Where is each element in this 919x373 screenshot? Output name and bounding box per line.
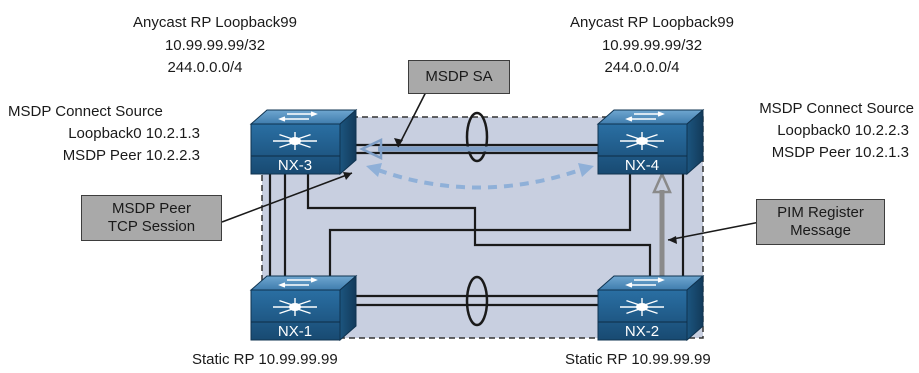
link-nx3-nx2 (306, 172, 652, 280)
switch-top-arrows-icon (278, 111, 318, 122)
link-nx1-nx4 (328, 172, 632, 280)
top-left-title: Anycast RP Loopback99 (133, 14, 297, 31)
links (268, 143, 685, 307)
tcp-session-pointer (221, 172, 353, 223)
tcp-session-arrow-left (366, 163, 382, 177)
switch-label-nx3: NX-3 (278, 157, 312, 174)
right-msdp-info: MSDP Connect Source Loopback0 10.2.2.3 M… (718, 100, 914, 162)
top-left-rp-info: Anycast RP Loopback99 10.99.99.99/32 244… (115, 14, 315, 77)
switches: NX-3 NX-4NX-1 NX-2 (249, 108, 705, 342)
switch-nx4: NX-4 (596, 108, 705, 176)
switch-top-arrows-icon (625, 277, 665, 288)
top-right-rp-info: Anycast RP Loopback99 10.99.99.99/32 244… (552, 14, 752, 77)
switch-side-face (339, 274, 357, 342)
port-channel-top (465, 111, 489, 163)
switch-top-face (596, 109, 705, 125)
pim-register-pointer-head (668, 236, 677, 244)
switch-top-arrows-icon (278, 277, 318, 288)
right-loopback0: Loopback0 10.2.2.3 (777, 122, 909, 139)
left-msdp-connect-source: MSDP Connect Source (8, 103, 163, 120)
tcp-session-arrow-right (578, 163, 594, 177)
tcp-session-pointer-head (343, 172, 352, 180)
bottom-left-static-rp: Static RP 10.99.99.99 (192, 351, 338, 368)
msdp-sa-arrow-head (359, 138, 383, 160)
pim-register-label: PIM Register (777, 204, 864, 221)
switch-label-nx4: NX-4 (625, 157, 659, 174)
msdp-sa-callout: MSDP SA (408, 60, 510, 94)
switch-fabric-icon (620, 132, 664, 150)
switch-core-dot (289, 303, 301, 311)
message-label: Message (790, 222, 851, 239)
left-loopback0: Loopback0 10.2.1.3 (68, 125, 200, 142)
msdp-peer-tcp-callout: MSDP Peer TCP Session (81, 195, 222, 241)
pim-register-callout: PIM Register Message (756, 199, 885, 245)
right-msdp-peer: MSDP Peer 10.2.1.3 (771, 144, 909, 161)
msdp-sa-pointer-head (394, 138, 403, 147)
top-left-address: 10.99.99.99/32 (164, 37, 266, 54)
msdp-sa-pointer (397, 83, 431, 148)
switch-side-face (686, 274, 704, 342)
left-msdp-peer: MSDP Peer 10.2.2.3 (62, 147, 200, 164)
port-channel-bottom (465, 275, 489, 327)
switch-core-dot (636, 137, 648, 145)
top-right-address: 10.99.99.99/32 (601, 37, 703, 54)
top-right-group: 244.0.0.0/4 (604, 59, 680, 76)
top-left-group: 244.0.0.0/4 (167, 59, 243, 76)
switch-top-face (596, 275, 705, 291)
switch-label-nx1: NX-1 (278, 323, 312, 340)
switch-side-face (686, 108, 704, 176)
switch-top-arrows-icon (625, 111, 665, 122)
bottom-right-static-rp: Static RP 10.99.99.99 (565, 351, 711, 368)
switch-top-face (249, 275, 358, 291)
switch-core-dot (636, 303, 648, 311)
switch-label-nx2: NX-2 (625, 323, 659, 340)
top-right-title: Anycast RP Loopback99 (570, 14, 734, 31)
right-msdp-connect-source: MSDP Connect Source (759, 100, 914, 117)
switch-nx2: NX-2 (596, 274, 705, 342)
callout-pointers (221, 83, 761, 241)
switch-core-dot (289, 137, 301, 145)
switch-nx1: NX-1 (249, 274, 358, 342)
switch-side-face (339, 108, 357, 176)
left-msdp-info: MSDP Connect Source Loopback0 10.2.1.3 M… (4, 103, 200, 165)
tcp-session-label: TCP Session (107, 218, 196, 235)
pim-register-pointer (667, 221, 761, 241)
switch-nx3: NX-3 (249, 108, 358, 176)
tcp-session-curve (377, 168, 581, 190)
msdp-sa-label: MSDP SA (425, 68, 493, 85)
switch-fabric-icon (273, 298, 317, 316)
msdp-peer-label: MSDP Peer (112, 200, 191, 217)
pim-register-arrow-head (652, 170, 672, 194)
switch-top-face (249, 109, 358, 125)
